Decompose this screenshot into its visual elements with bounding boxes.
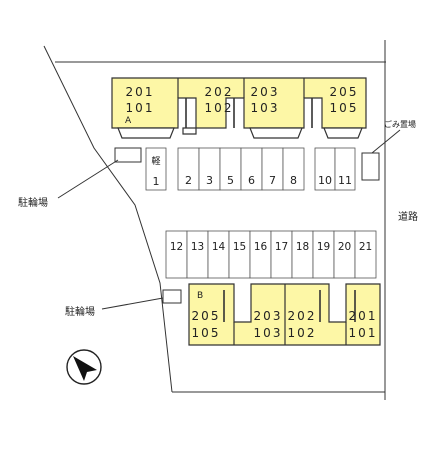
parking-space bbox=[333, 230, 356, 279]
building-a-balconies bbox=[185, 98, 313, 128]
parking-space-number: 20 bbox=[338, 241, 351, 253]
parking-space-number: 2 bbox=[185, 174, 192, 187]
building-a-unit-dividers bbox=[177, 78, 305, 98]
building-a-unit-bottom: 101 bbox=[126, 101, 155, 115]
bicycle-parking-2-leader bbox=[101, 297, 164, 310]
building-a-label: A bbox=[125, 116, 132, 126]
parking-space bbox=[249, 230, 272, 279]
north-arrow-pointer bbox=[73, 356, 97, 381]
building-b-unit-top: 203 bbox=[254, 309, 283, 323]
building-b-unit-top: 202 bbox=[288, 309, 317, 323]
building-b-unit-bottom: 102 bbox=[288, 326, 317, 340]
parking-space-number: 3 bbox=[206, 174, 213, 187]
parking-space-number: 19 bbox=[317, 241, 330, 253]
parking-space-number: 14 bbox=[212, 241, 226, 253]
parking-space-number: 12 bbox=[170, 241, 183, 253]
building-a-unit-top: 202 bbox=[205, 85, 234, 99]
parking-space-number: 6 bbox=[248, 174, 255, 187]
stair bbox=[323, 127, 363, 139]
building-b-unit-bottom: 101 bbox=[349, 326, 378, 340]
parking-space bbox=[270, 230, 293, 279]
garbage-label: ごみ置場 bbox=[384, 119, 416, 129]
parking-space bbox=[228, 230, 251, 279]
parking-space-number: 8 bbox=[290, 174, 297, 187]
boundary-left bbox=[43, 45, 173, 393]
building-a-unit-top: 205 bbox=[330, 85, 359, 99]
stair bbox=[249, 127, 303, 139]
parking-space-number: 11 bbox=[338, 174, 352, 187]
garbage-area-box bbox=[361, 152, 380, 181]
parking-space-number: 5 bbox=[227, 174, 234, 187]
building-b-unit-bottom: 103 bbox=[254, 326, 283, 340]
parking-space-number: 10 bbox=[318, 174, 332, 187]
building-b bbox=[188, 283, 381, 346]
building-b-label: B bbox=[197, 291, 203, 301]
building-a-unit-bottom: 102 bbox=[205, 101, 234, 115]
bicycle-parking-1-leader bbox=[57, 159, 119, 199]
parking-space bbox=[312, 230, 335, 279]
bicycle-parking-2-label: 駐輪場 bbox=[65, 305, 95, 318]
parking-space-number: 15 bbox=[233, 241, 246, 253]
parking-row-2 bbox=[165, 230, 377, 279]
bicycle-parking-1-label: 駐輪場 bbox=[18, 196, 48, 209]
parking-space-number: 7 bbox=[269, 174, 276, 187]
stair bbox=[182, 127, 197, 135]
building-b-unit-top: 201 bbox=[349, 309, 378, 323]
building-b-unit-top: 205 bbox=[192, 309, 221, 323]
parking-space bbox=[282, 147, 305, 191]
parking-row-1 bbox=[145, 147, 356, 191]
parking-space bbox=[354, 230, 377, 279]
building-a-unit-bottom: 105 bbox=[330, 101, 359, 115]
building-b-unit-dividers bbox=[233, 284, 347, 345]
parking-space-number: 21 bbox=[359, 241, 372, 253]
parking-space-number: 18 bbox=[296, 241, 309, 253]
parking-space-number: 16 bbox=[254, 241, 268, 253]
stair bbox=[117, 127, 175, 139]
building-b-unit-bottom: 105 bbox=[192, 326, 221, 340]
building-a bbox=[111, 77, 367, 139]
parking-space bbox=[186, 230, 209, 279]
garbage-leader bbox=[371, 129, 401, 154]
site-boundary bbox=[43, 40, 386, 400]
parking-space-number: 17 bbox=[275, 241, 288, 253]
road-label: 道路 bbox=[398, 210, 418, 223]
building-a-unit-top: 201 bbox=[126, 85, 155, 99]
building-a-unit-top: 203 bbox=[251, 85, 280, 99]
parking-space bbox=[165, 230, 188, 279]
parking-light-number: 1 bbox=[153, 175, 160, 188]
building-a-stairs bbox=[117, 127, 363, 139]
building-b-balconies bbox=[223, 290, 356, 322]
parking-space bbox=[207, 230, 230, 279]
parking-light-label: 軽 bbox=[151, 156, 160, 167]
parking-space bbox=[334, 147, 356, 191]
bicycle-parking-2-box bbox=[162, 289, 182, 304]
parking-space-number: 13 bbox=[191, 241, 204, 253]
north-arrow-icon bbox=[66, 349, 102, 385]
parking-space bbox=[291, 230, 314, 279]
bicycle-parking-1-box bbox=[114, 147, 142, 163]
parking-space-light bbox=[145, 147, 167, 191]
building-a-unit-bottom: 103 bbox=[251, 101, 280, 115]
